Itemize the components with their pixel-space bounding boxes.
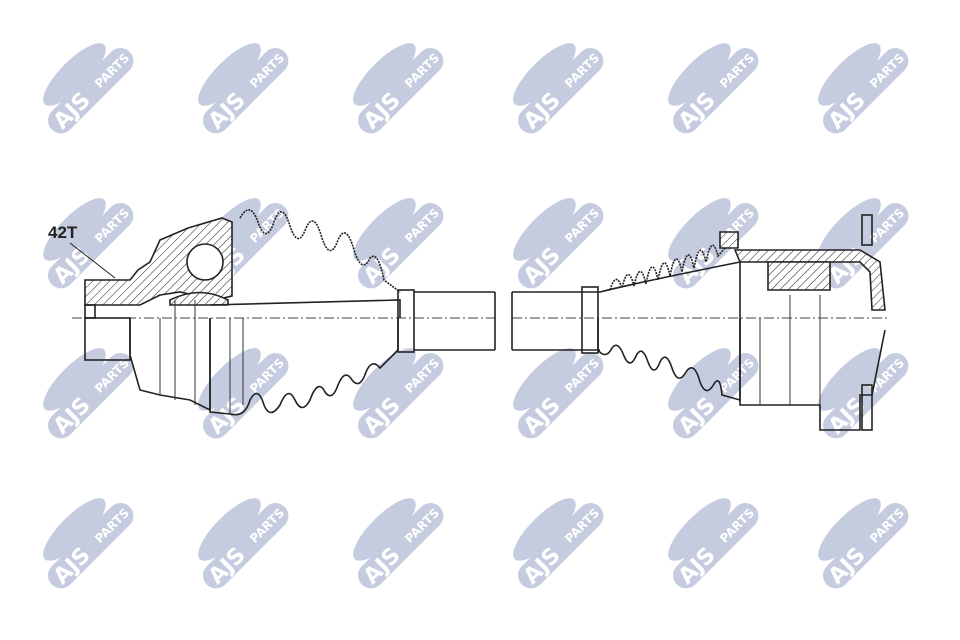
label-leader-line [69, 242, 116, 279]
spline-count-label: 42T [48, 223, 78, 242]
left-boot [209, 209, 415, 416]
shaft-left [414, 291, 496, 351]
right-boot [581, 239, 741, 402]
inner-cv-joint [719, 214, 886, 431]
shaft-right [511, 291, 600, 351]
